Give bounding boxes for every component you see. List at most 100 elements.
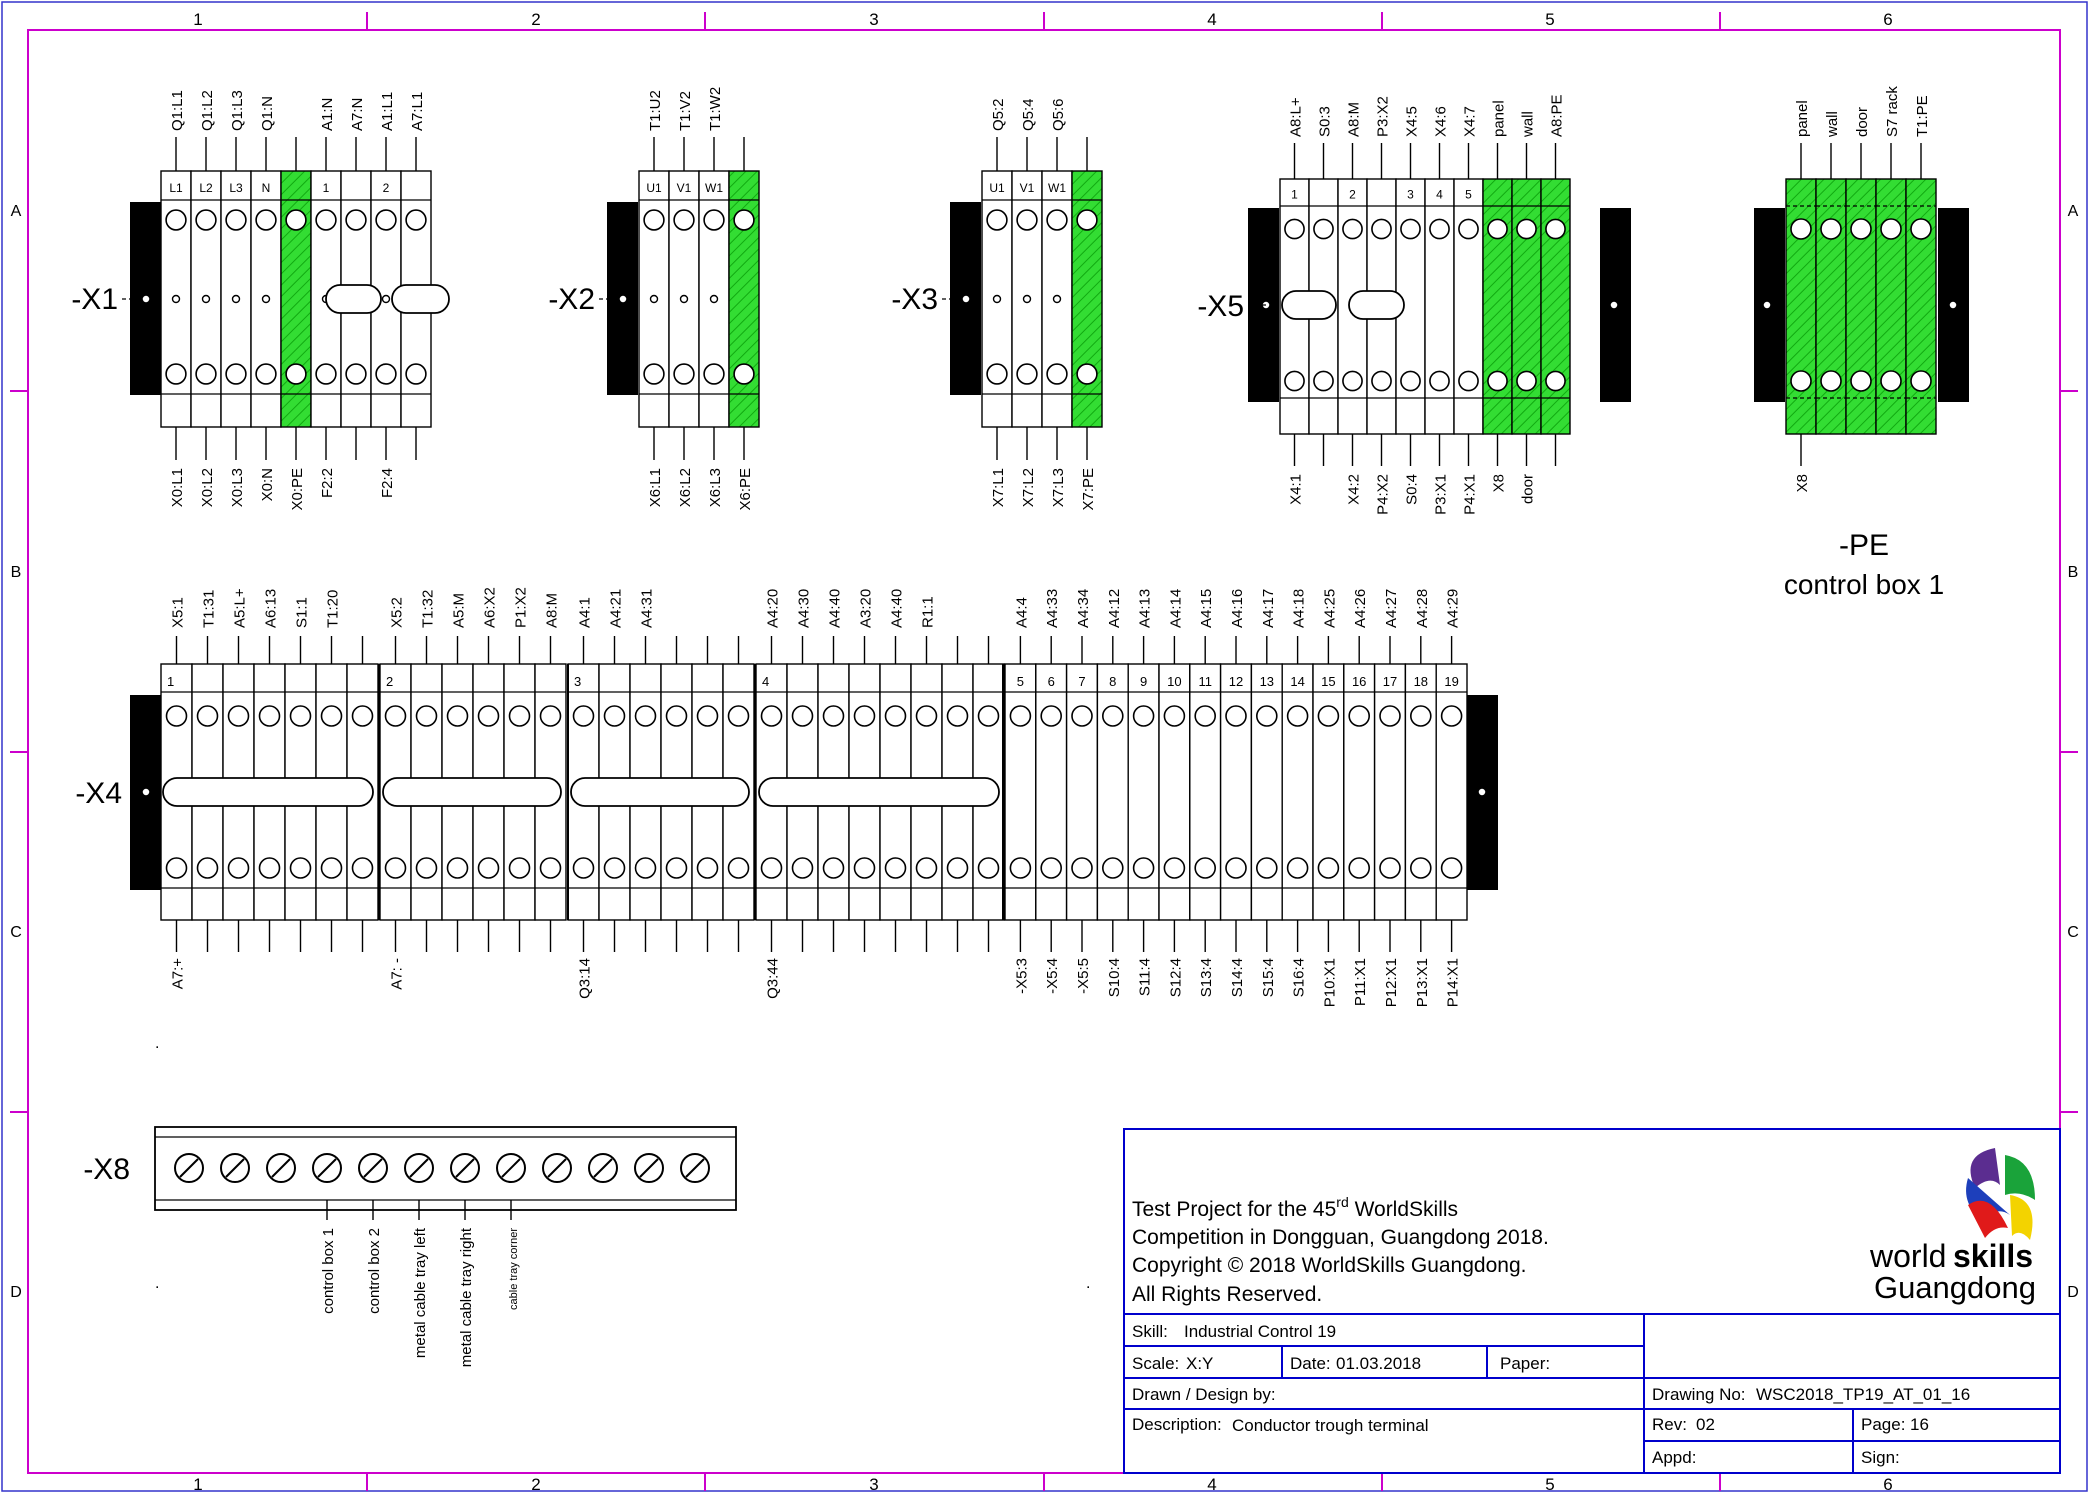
strip-name: -X3 — [891, 283, 938, 316]
date-label: Date: — [1290, 1354, 1331, 1373]
wire-label-bottom: X4:1 — [1288, 474, 1305, 505]
wire-label-top: A4:13 — [1137, 589, 1154, 628]
terminal-number: 8 — [1109, 674, 1116, 689]
terminal-clamp — [1342, 218, 1363, 240]
wire-label-bottom: P10:X1 — [1321, 958, 1338, 1007]
earth-screw-slot — [271, 1158, 291, 1178]
logo-swoosh-red — [1968, 1200, 2008, 1238]
terminal-clamp — [1348, 705, 1370, 727]
earth-screw-slot — [363, 1158, 383, 1178]
terminal-clamp — [665, 705, 688, 727]
terminal-clamp — [1256, 705, 1278, 727]
terminal-clamp — [643, 209, 665, 231]
wire-label-top: A4:17 — [1260, 589, 1277, 628]
terminal-clamp — [760, 857, 783, 879]
wire-label-bottom: control box 2 — [366, 1228, 383, 1314]
wire-label-bottom: F2:2 — [319, 468, 336, 498]
terminal-clamp — [1850, 370, 1872, 392]
wire-label-bottom: X0:N — [259, 468, 276, 501]
terminal-clamp — [1487, 218, 1508, 240]
logo-word-skills: skills — [1953, 1238, 2033, 1274]
wire-label-top: A4:30 — [796, 589, 813, 628]
terminal-number: 5 — [1465, 187, 1472, 201]
terminal-number: 2 — [1349, 187, 1356, 201]
terminal-number: 16 — [1352, 674, 1366, 689]
terminal-clamp — [1286, 857, 1309, 879]
wire-label-bottom: -X5:3 — [1013, 958, 1030, 994]
terminal-clamp — [1880, 370, 1902, 392]
appd-label: Appd: — [1652, 1448, 1696, 1467]
terminal-clamp — [1317, 857, 1340, 879]
terminal-clamp — [255, 363, 277, 385]
row-label: B — [2068, 564, 2079, 581]
wire-label-top: A4:21 — [608, 589, 625, 628]
rail-screw — [141, 294, 151, 304]
terminal-block — [1189, 663, 1222, 921]
terminal-clamp — [195, 209, 217, 231]
terminal-clamp — [285, 209, 307, 231]
terminal-number: V1 — [1020, 181, 1035, 195]
terminal-clamp — [733, 363, 755, 385]
wire-label-top: A3:20 — [858, 589, 875, 628]
wire-label-bottom: X8 — [1491, 474, 1508, 492]
terminal-clamp — [1317, 705, 1340, 727]
wire-label-top: A4:26 — [1352, 589, 1369, 628]
terminal-clamp — [1400, 218, 1421, 240]
terminal-clamp — [195, 363, 217, 385]
test-socket — [201, 294, 211, 304]
terminal-clamp — [703, 209, 725, 231]
terminal-number: 6 — [1048, 674, 1055, 689]
wire-label-bottom: S0:4 — [1404, 474, 1421, 505]
wire-label-bottom: X8 — [1794, 474, 1811, 492]
column-label: 1 — [193, 10, 202, 29]
terminal-clamp — [946, 705, 969, 727]
row-label: C — [10, 924, 22, 941]
terminal-clamp — [384, 705, 407, 727]
row-label: D — [2067, 1284, 2079, 1301]
wire-label-bottom: door — [1520, 474, 1537, 504]
terminal-number: 11 — [1198, 674, 1212, 689]
terminal-block — [1424, 178, 1455, 435]
wire-label-top: Q5:4 — [1020, 98, 1037, 131]
terminal-number: 4 — [762, 674, 769, 689]
terminal-clamp — [1225, 857, 1247, 879]
jumper-bridge — [1281, 290, 1337, 320]
earth-screw-slot — [639, 1158, 659, 1178]
rail-screw — [141, 787, 151, 797]
wire-label-bottom: -X5:4 — [1044, 958, 1061, 994]
terminal-clamp — [1545, 370, 1566, 392]
terminal-clamp — [1410, 705, 1432, 727]
dot-mark: . — [1086, 1275, 1090, 1292]
strip-name: -X2 — [548, 283, 595, 316]
terminal-clamp — [258, 705, 281, 727]
strip-subtitle: control box 1 — [1784, 569, 1944, 600]
wire-label-top: wall — [1520, 111, 1537, 138]
terminal-number: N — [262, 181, 271, 195]
drawn-label: Drawn / Design by: — [1132, 1385, 1276, 1404]
wire-label-bottom: X6:L3 — [707, 468, 724, 507]
row-label: A — [2068, 203, 2079, 220]
terminal-clamp — [673, 209, 695, 231]
wire-label-top: T1:W2 — [707, 87, 724, 131]
terminal-clamp — [1009, 857, 1032, 879]
wire-label-top: X4:7 — [1462, 106, 1479, 137]
wire-label-top: S0:3 — [1317, 106, 1334, 137]
terminal-clamp — [1379, 857, 1401, 879]
group-separator — [754, 664, 756, 920]
terminal-number: L1 — [169, 181, 183, 195]
terminal-number: U1 — [646, 181, 662, 195]
test-socket — [649, 294, 659, 304]
wire-label-top: A4:14 — [1167, 589, 1184, 628]
jumper-bridge — [382, 777, 562, 807]
terminal-clamp — [1379, 705, 1401, 727]
wire-label-top: A6:13 — [263, 589, 280, 628]
wire-label-bottom: P4:X1 — [1462, 474, 1479, 515]
terminal-number: 18 — [1414, 674, 1428, 689]
terminal-clamp — [665, 857, 688, 879]
terminal-clamp — [508, 857, 531, 879]
pe-terminal-block — [1511, 178, 1542, 435]
wire-label-bottom: P4:X2 — [1375, 474, 1392, 515]
date-value: 01.03.2018 — [1336, 1354, 1421, 1373]
wire-label-bottom: control box 1 — [320, 1228, 337, 1314]
